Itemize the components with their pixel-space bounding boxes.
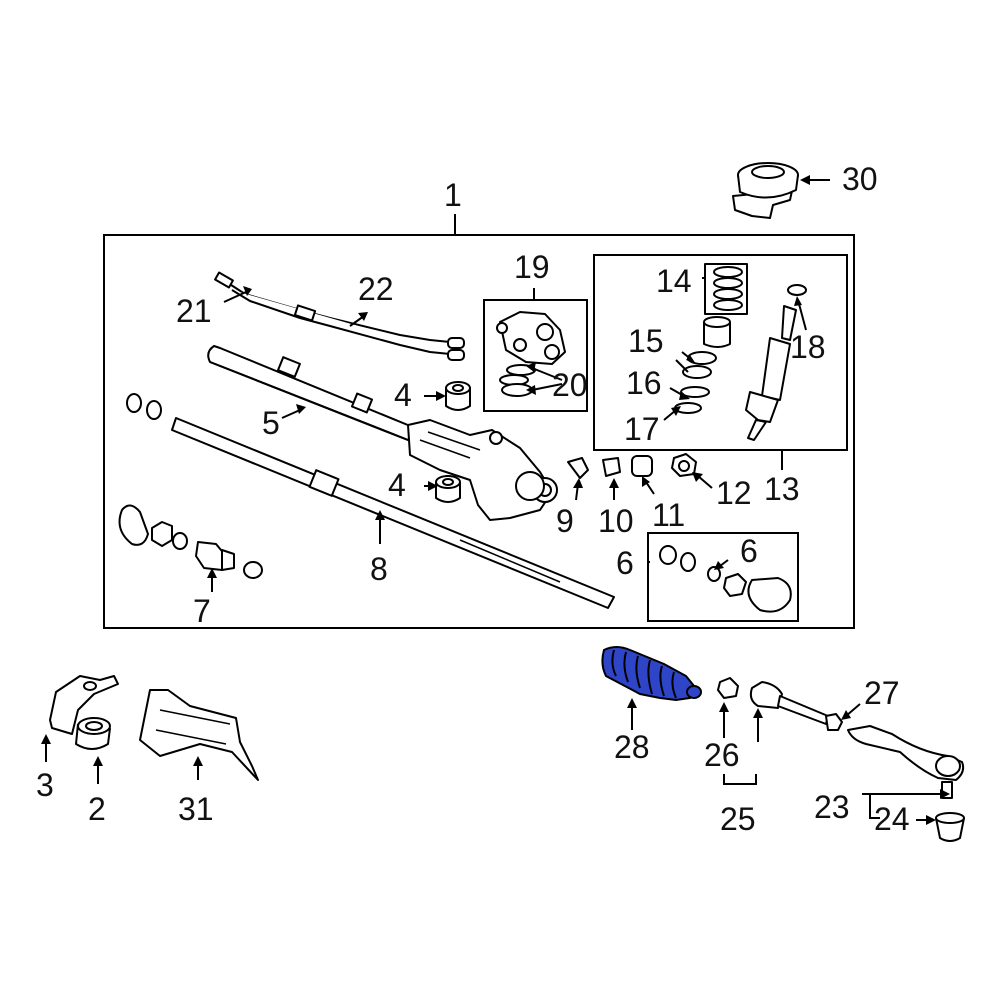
callout-27: 26: [704, 737, 740, 773]
callout-labels: 1 30 21 22 19 20 14 15 16 17 18 4 5 4 12…: [36, 161, 910, 837]
callout-2: 2: [88, 791, 106, 827]
callout-13: 12: [716, 475, 752, 511]
part-17-18-washers[interactable]: [674, 386, 710, 414]
part-23-feed-lines[interactable]: [214, 271, 465, 361]
part-11-sleeve[interactable]: [602, 457, 621, 477]
callout-3: 3: [36, 767, 54, 803]
part-26-inner-tie-rod[interactable]: [749, 681, 829, 725]
end-seal-group-frame: [647, 532, 799, 622]
callout-12: 11: [652, 497, 685, 533]
callout-7: 6: [616, 545, 634, 581]
callout-25: 24: [874, 801, 910, 837]
part-30-cap[interactable]: [732, 162, 799, 219]
callout-1: 1: [444, 177, 462, 213]
callout-6: 6: [740, 533, 758, 569]
part-4-upper-bushing[interactable]: [445, 381, 471, 411]
callout-19: 18: [790, 329, 826, 365]
part-4-lower-bushing[interactable]: [435, 475, 461, 503]
callout-5: 5: [262, 405, 280, 441]
callout-16: 15: [628, 323, 664, 359]
part-9-steering-rack[interactable]: [171, 417, 615, 609]
callout-11: 10: [598, 503, 634, 539]
main-assembly-frame: [103, 234, 855, 629]
part-20-valve-body[interactable]: [496, 311, 566, 397]
callout-10: 9: [556, 503, 574, 539]
callout-14: 13: [764, 471, 800, 507]
pinion-group-frame: [593, 254, 848, 451]
callout-8: 7: [193, 593, 211, 629]
callout-29: 28: [614, 729, 650, 765]
callout-18: 17: [624, 411, 660, 447]
part-10-bushing-half[interactable]: [567, 457, 589, 479]
part-16-bearing[interactable]: [682, 316, 731, 379]
valve-body-frame: [483, 299, 588, 412]
end-kit-left[interactable]: [118, 504, 263, 579]
callout-24: 23: [814, 789, 850, 825]
part-13-locknut[interactable]: [671, 453, 697, 477]
callout-4-lower: 4: [388, 467, 406, 503]
part-3-bracket[interactable]: [49, 675, 119, 735]
callout-26: 25: [720, 801, 756, 837]
part-25-boot-cap[interactable]: [935, 812, 965, 842]
seal-rings-left[interactable]: [126, 393, 162, 420]
part-29-steering-rack-boot[interactable]: [601, 646, 702, 702]
callout-31: 31: [178, 791, 214, 827]
callout-23: 22: [358, 271, 394, 307]
part-31-heat-shield[interactable]: [139, 689, 259, 781]
callout-28: 27: [864, 675, 900, 711]
part-5-rack-housing[interactable]: [207, 345, 558, 521]
callout-22: 21: [176, 293, 212, 329]
part-24-outer-tie-rod-end[interactable]: [847, 725, 965, 799]
leader-lines: [41, 214, 950, 825]
callout-20: 19: [514, 249, 550, 285]
part-27-locknut[interactable]: [717, 677, 739, 699]
callout-4-upper: 4: [394, 377, 412, 413]
end-kit-right[interactable]: [659, 545, 792, 613]
callout-17: 16: [626, 365, 662, 401]
callout-21: 20: [552, 367, 588, 403]
callout-30: 30: [842, 161, 878, 197]
callout-9: 8: [370, 551, 388, 587]
part-28-jam-nut[interactable]: [825, 713, 843, 731]
part-15-seal-rings[interactable]: [704, 263, 748, 315]
part-2-mount-bushing[interactable]: [75, 717, 111, 750]
part-12-bushing[interactable]: [631, 455, 653, 477]
callout-15: 14: [656, 263, 692, 299]
part-14-pinion-shaft[interactable]: [745, 284, 807, 441]
